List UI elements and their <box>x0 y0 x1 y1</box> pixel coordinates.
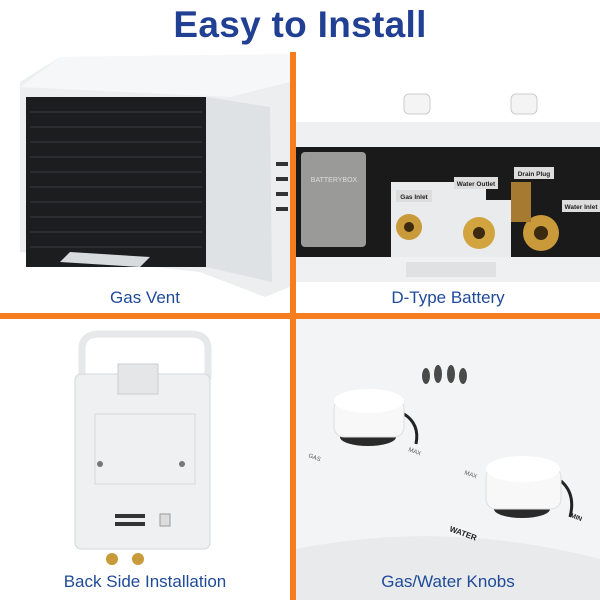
max-label-gas: MAX <box>407 447 421 457</box>
caption-d-type-battery: D-Type Battery <box>391 288 505 307</box>
caption-back-side-installation: Back Side Installation <box>63 572 227 591</box>
min-label: MIN <box>569 512 583 523</box>
connections-photo: BATTERYBOX Gas Inlet Water Outlet Drain … <box>296 93 600 282</box>
panel-gas-water-knobs: GAS MAX MAX WATER MIN Gas/Water Knobs <box>296 319 600 600</box>
gas-inlet-label: Gas Inlet <box>400 194 428 201</box>
panel-back-side: Back Side Installation <box>0 319 290 600</box>
battery-box-label: BATTERYBOX <box>311 177 358 184</box>
page-title: Easy to Install <box>173 4 427 45</box>
panel-d-type-battery: BATTERYBOX Gas Inlet Water Outlet Drain … <box>296 52 600 313</box>
gas-label: GAS <box>307 453 321 463</box>
vertical-divider <box>290 52 296 600</box>
caption-gas-vent: Gas Vent <box>110 288 180 307</box>
horizontal-divider <box>0 313 600 319</box>
gas-vent-photo <box>20 54 290 297</box>
caption-gas-water-knobs: Gas/Water Knobs <box>381 572 515 591</box>
water-inlet-label: Water Inlet <box>565 204 599 211</box>
drain-plug-label: Drain Plug <box>518 171 551 178</box>
max-label-water: MAX <box>463 470 477 480</box>
knobs-photo: GAS MAX MAX WATER MIN <box>296 319 600 600</box>
back-side-photo <box>74 330 212 565</box>
water-outlet-label: Water Outlet <box>457 181 496 188</box>
panel-gas-vent: Gas Vent <box>0 52 290 313</box>
